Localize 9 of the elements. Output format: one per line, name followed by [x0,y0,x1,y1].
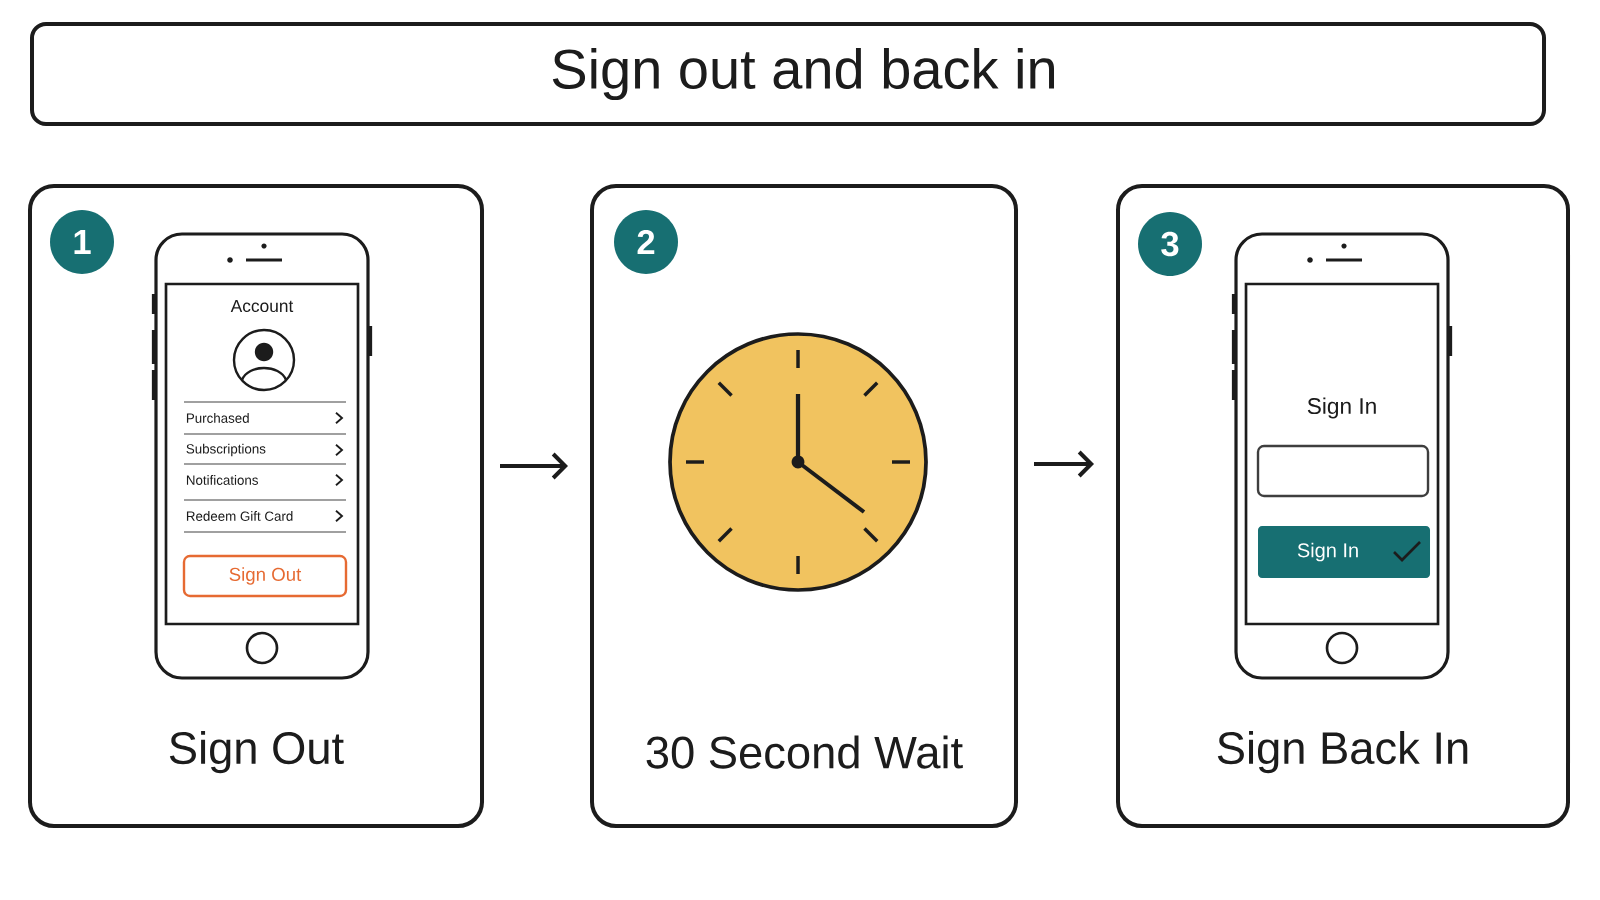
arrow [1034,450,1094,478]
arrow [500,452,568,480]
title-banner: Sign out and back in [30,22,1546,126]
step-badge: 1 [50,210,114,274]
step-badge: 2 [614,210,678,274]
input-field [1256,444,1430,498]
button: Sign In [1258,526,1430,578]
step-badge: 3 [1138,212,1202,276]
button: Sign Out [182,554,348,598]
